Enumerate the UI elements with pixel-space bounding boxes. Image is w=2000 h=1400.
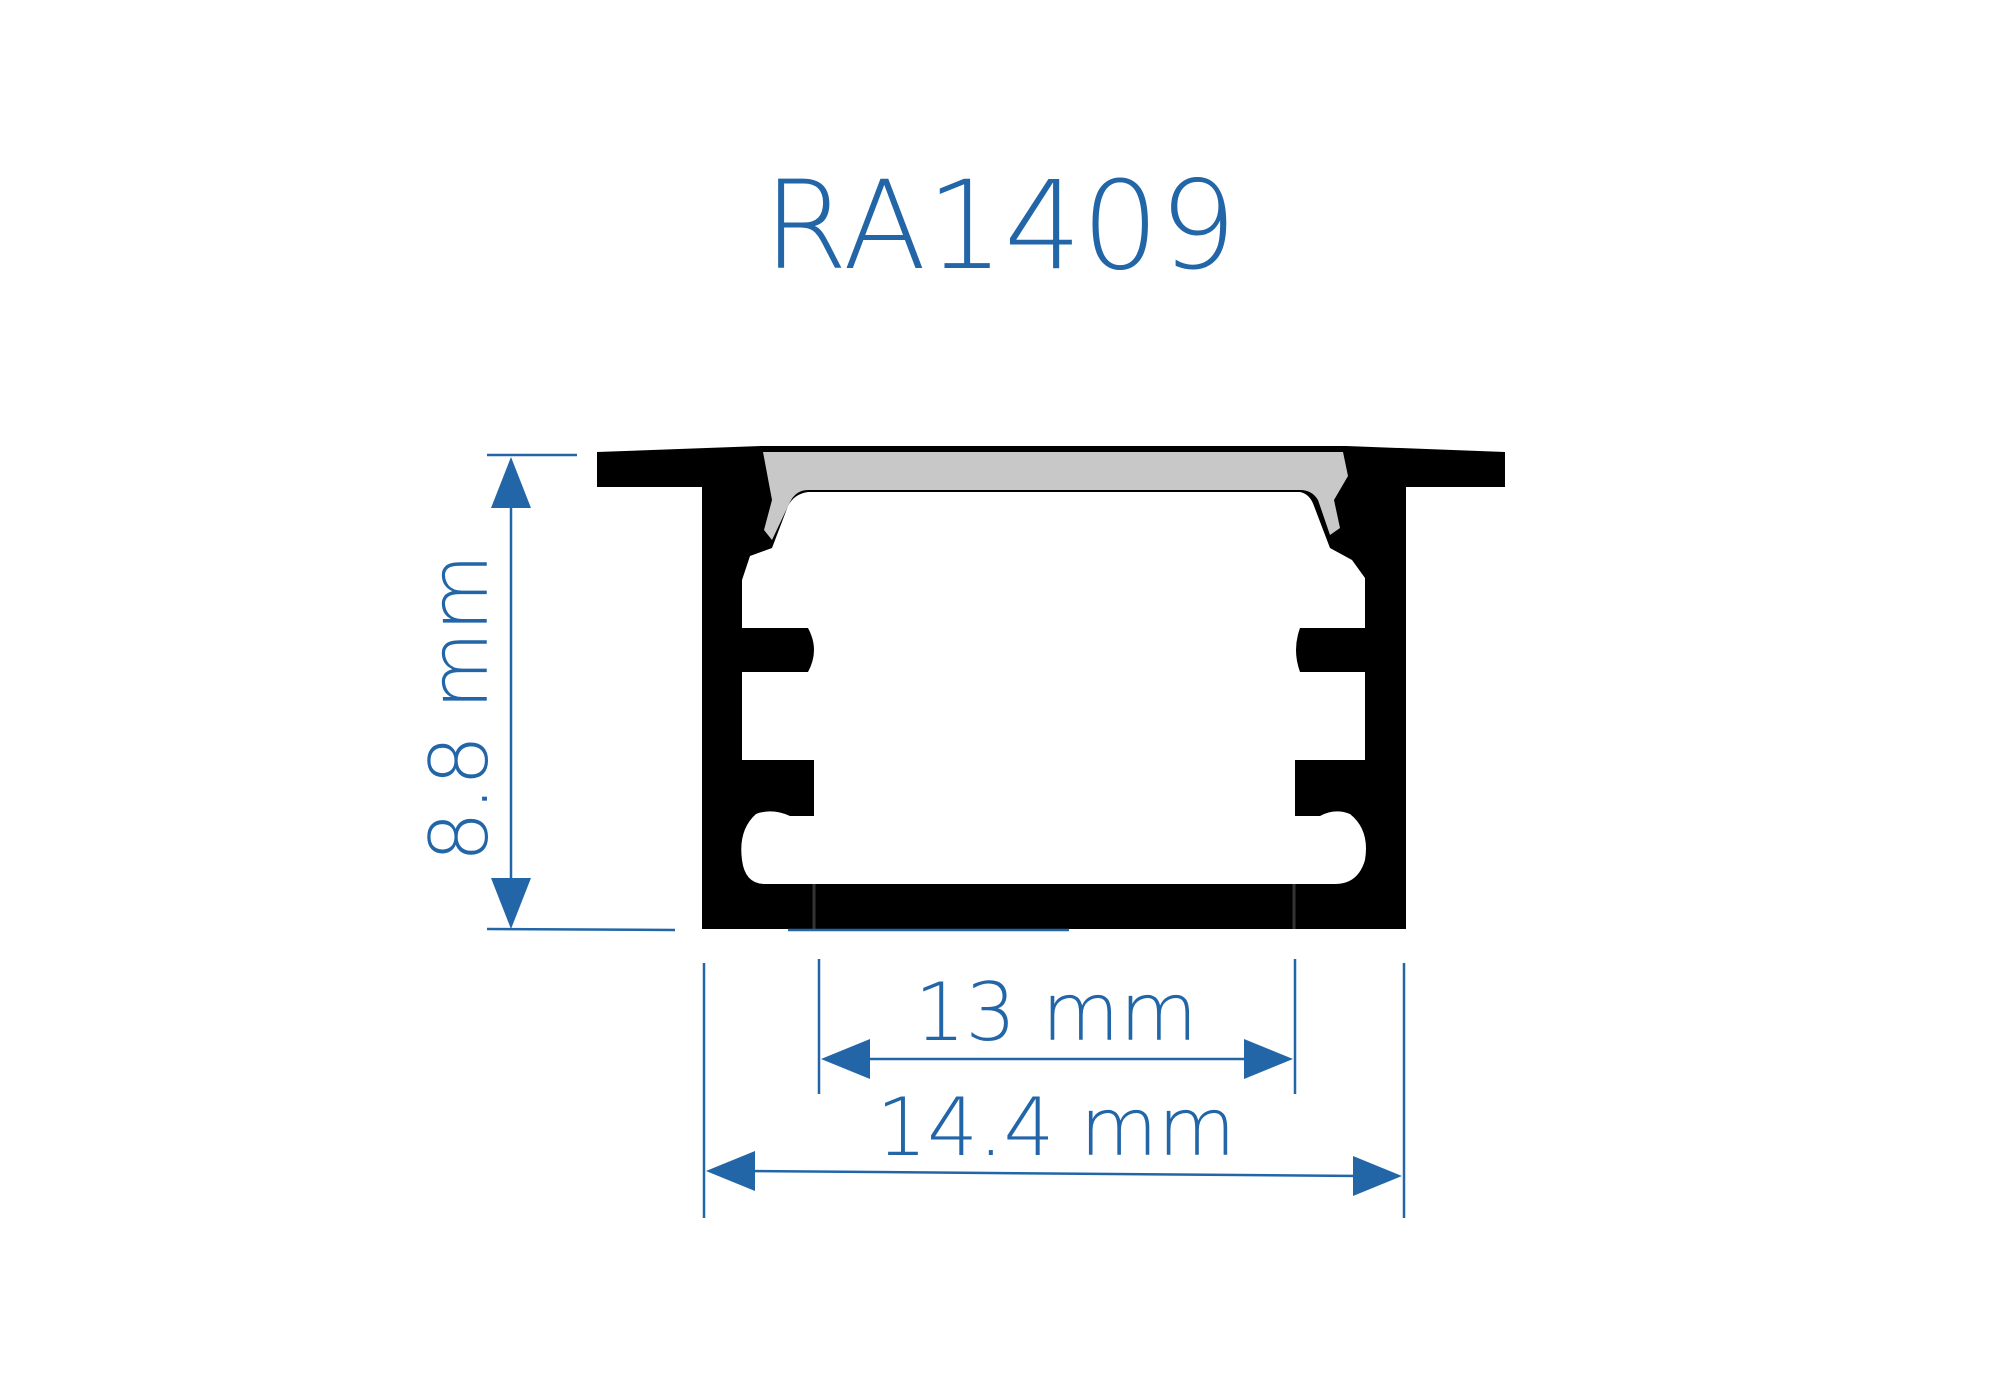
arrow-down-icon bbox=[491, 878, 531, 929]
height-label: 8.8 mm bbox=[413, 554, 506, 863]
outer-width-dimension: 14.4 mm bbox=[702, 963, 1406, 1218]
inner-width-dimension: 13 mm bbox=[817, 959, 1297, 1094]
profile-cavity bbox=[741, 492, 1366, 884]
arrow-right-icon bbox=[1244, 1039, 1293, 1079]
arrow-left-icon bbox=[706, 1151, 755, 1191]
arrow-up-icon bbox=[491, 457, 531, 508]
arrow-left-icon bbox=[821, 1039, 870, 1079]
diffuser-cover bbox=[763, 452, 1348, 540]
inner-width-label: 13 mm bbox=[914, 966, 1197, 1059]
height-dimension: 8.8 mm bbox=[413, 453, 1069, 932]
arrow-right-icon bbox=[1353, 1156, 1402, 1196]
product-title: RA1409 bbox=[763, 155, 1237, 297]
aluminium-profile bbox=[597, 446, 1505, 929]
outer-width-label: 14.4 mm bbox=[876, 1081, 1235, 1174]
